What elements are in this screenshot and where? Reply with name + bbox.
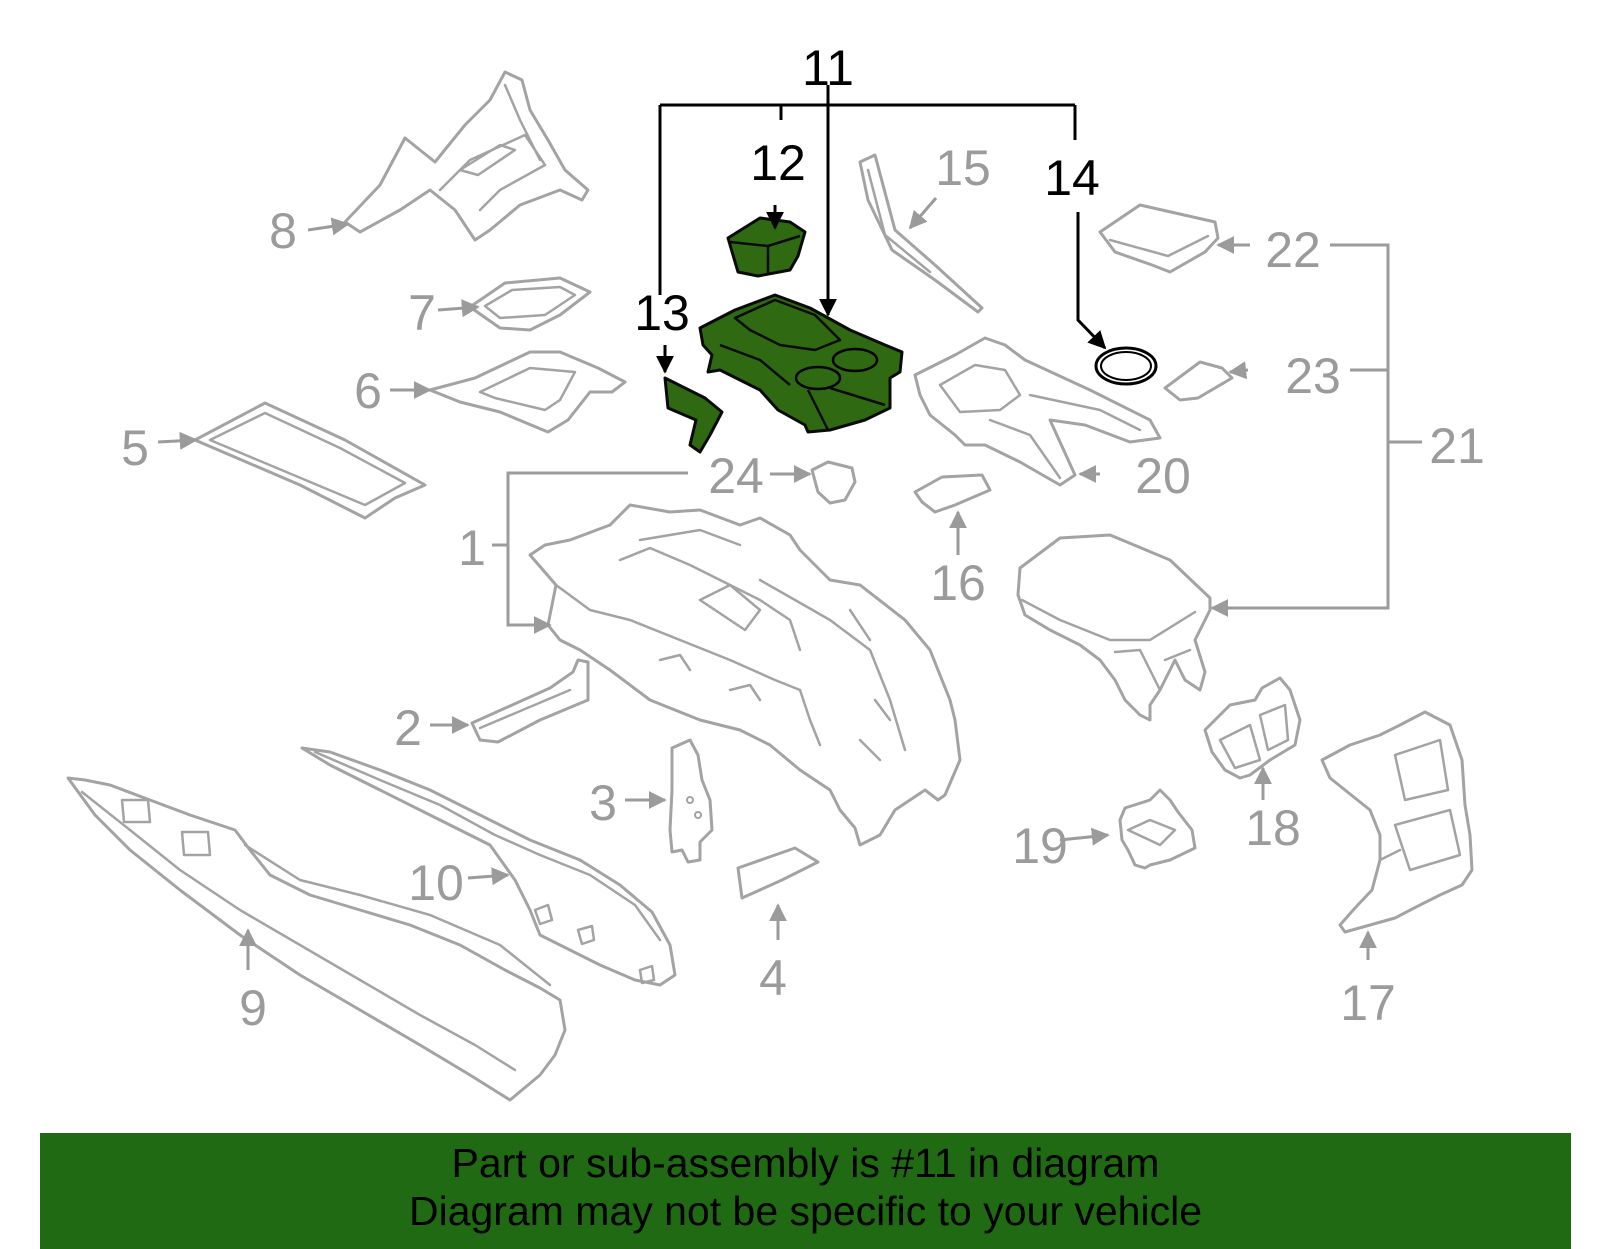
label-23[interactable]: 23 [1285, 348, 1341, 404]
part-14-ring[interactable] [1094, 346, 1158, 386]
label-6[interactable]: 6 [354, 363, 382, 419]
label-24[interactable]: 24 [708, 448, 764, 504]
label-17[interactable]: 17 [1340, 975, 1396, 1031]
label-1[interactable]: 1 [458, 520, 486, 576]
label-19[interactable]: 19 [1012, 818, 1068, 874]
part-2-panel[interactable] [470, 658, 590, 744]
label-2[interactable]: 2 [394, 700, 422, 756]
label-8[interactable]: 8 [269, 203, 297, 259]
part-4-plate[interactable] [736, 846, 820, 900]
part-20-top-panel[interactable] [913, 336, 1162, 487]
label-11[interactable]: 11 [802, 40, 854, 96]
label-14[interactable]: 14 [1044, 150, 1100, 206]
banner-line-2: Diagram may not be specific to your vehi… [408, 1188, 1202, 1234]
label-20[interactable]: 20 [1135, 448, 1191, 504]
part-7-tray[interactable] [468, 276, 592, 332]
info-banner: Part or sub-assembly is #11 in diagram D… [40, 1133, 1571, 1249]
part-18-vent[interactable] [1203, 676, 1302, 780]
part-8-bracket[interactable] [343, 70, 590, 242]
callout-labels: 11 12 13 14 8 7 6 5 15 22 23 21 20 24 16… [121, 40, 1485, 1036]
banner-line-1: Part or sub-assembly is #11 in diagram [451, 1140, 1160, 1186]
label-12[interactable]: 12 [750, 135, 806, 191]
leaders [157, 85, 1422, 970]
label-7[interactable]: 7 [408, 285, 436, 341]
part-11-console-assembly[interactable] [698, 293, 904, 434]
part-6-bin[interactable] [428, 350, 627, 434]
part-17-bezel[interactable] [1320, 710, 1474, 934]
label-4[interactable]: 4 [759, 950, 787, 1006]
part-24-clip[interactable] [810, 460, 857, 505]
label-21[interactable]: 21 [1429, 418, 1485, 474]
label-22[interactable]: 22 [1265, 222, 1321, 278]
part-16-bracket[interactable] [913, 473, 992, 514]
label-9[interactable]: 9 [239, 980, 267, 1036]
part-13-side-trim[interactable] [663, 376, 724, 454]
label-18[interactable]: 18 [1245, 800, 1301, 856]
part-5-mat[interactable] [193, 401, 427, 520]
part-10-inner-panel[interactable] [300, 746, 677, 987]
label-13[interactable]: 13 [634, 285, 690, 341]
part-22-module[interactable] [1098, 203, 1220, 274]
part-9-side-panel[interactable] [66, 776, 567, 1102]
part-21-armrest[interactable] [1016, 533, 1212, 722]
part-23-plate[interactable] [1163, 360, 1234, 402]
part-19-switch[interactable] [1118, 788, 1197, 870]
part-12-cup-insert[interactable] [726, 216, 807, 278]
label-16[interactable]: 16 [930, 555, 986, 611]
part-3-bracket[interactable] [668, 738, 714, 864]
label-5[interactable]: 5 [121, 420, 149, 476]
part-1-console-body[interactable] [528, 503, 962, 847]
label-3[interactable]: 3 [589, 775, 617, 831]
label-10[interactable]: 10 [408, 855, 464, 911]
part-15-trim-strip[interactable] [858, 153, 984, 314]
label-15[interactable]: 15 [935, 140, 991, 196]
